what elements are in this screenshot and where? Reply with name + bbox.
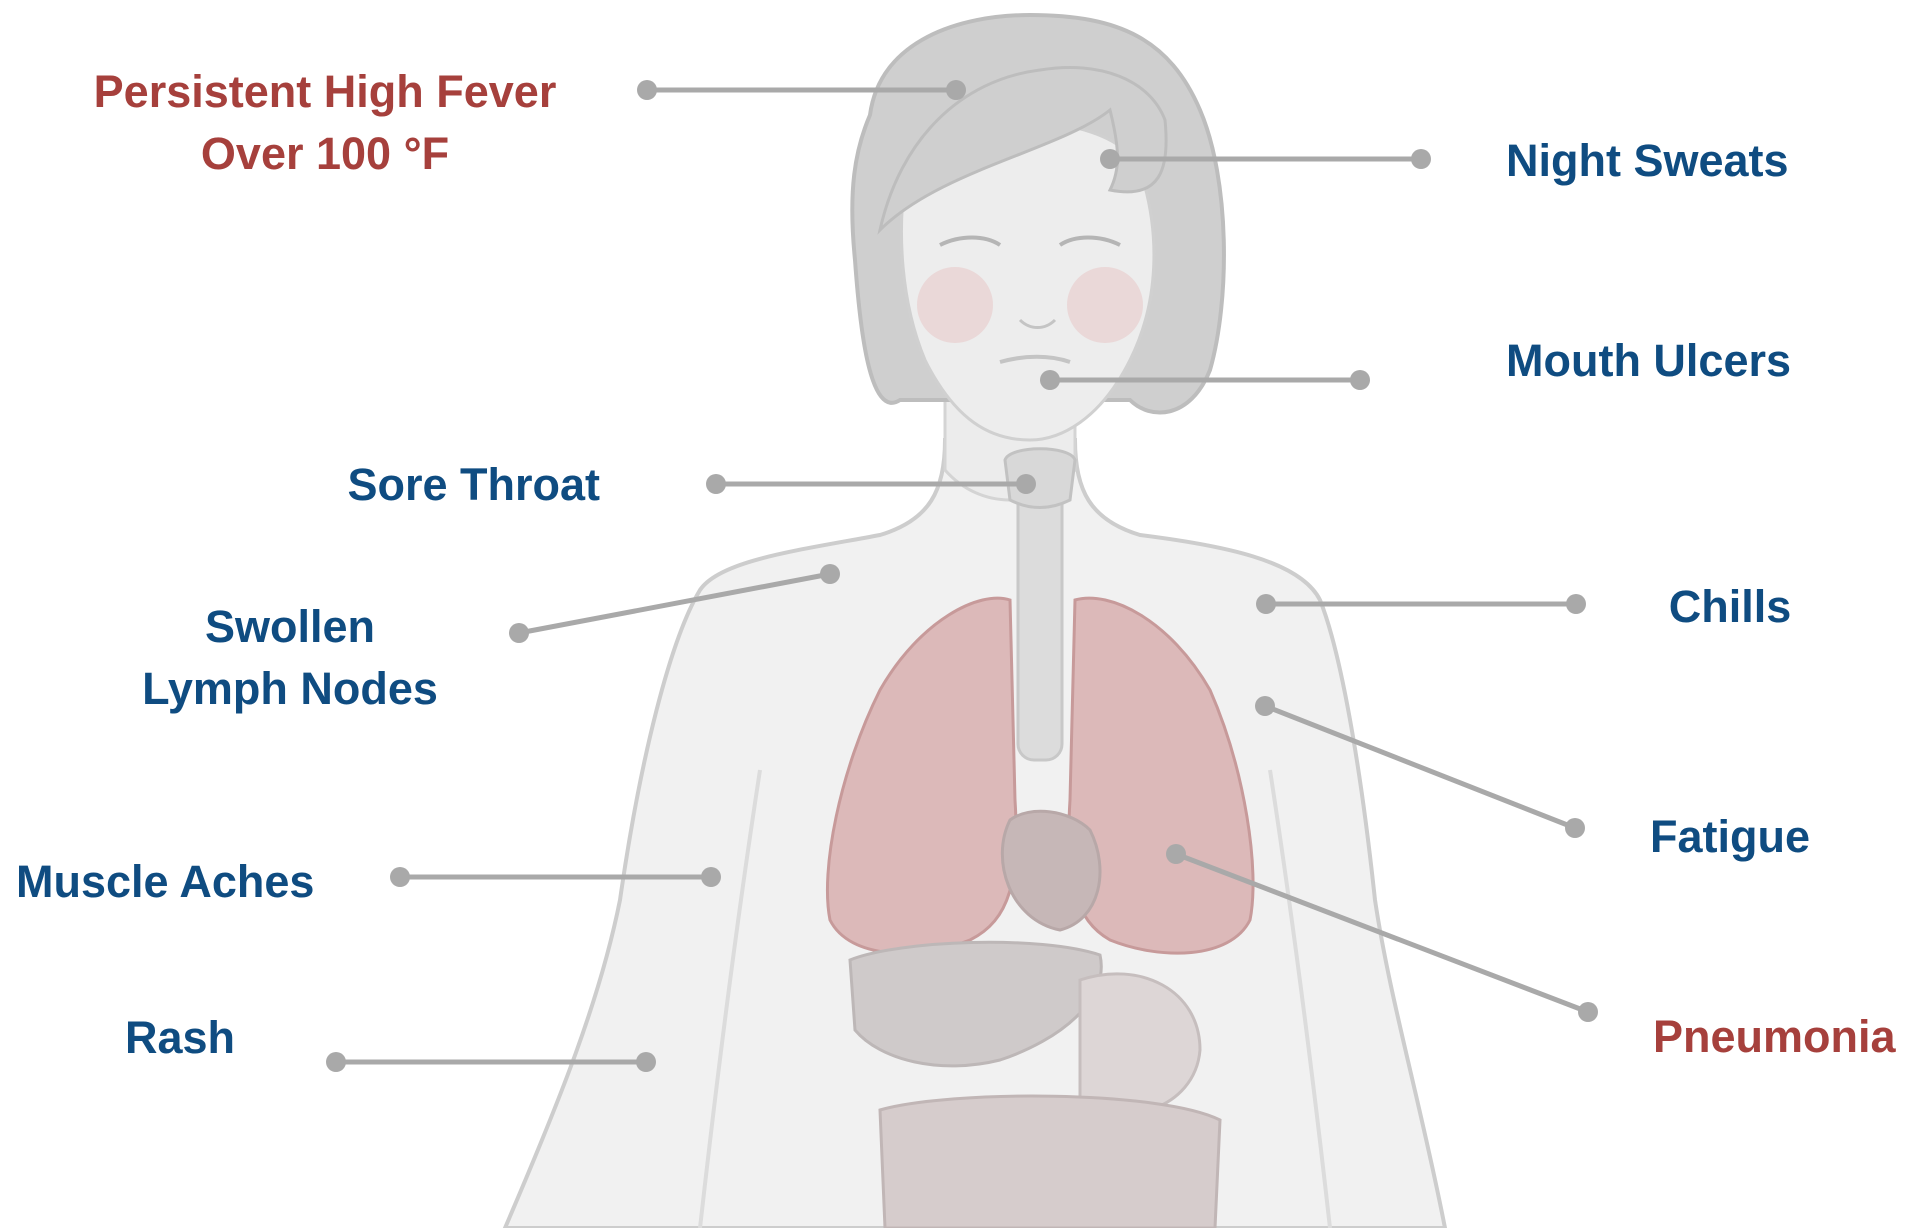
label-chills: Chills	[1650, 576, 1810, 638]
label-sore-throat: Sore Throat	[280, 454, 600, 516]
label-night-sweats: Night Sweats	[1506, 130, 1789, 192]
label-fever-line1: Persistent High Fever	[60, 61, 590, 123]
label-fatigue: Fatigue	[1630, 806, 1830, 868]
label-muscle-aches: Muscle Aches	[16, 851, 314, 913]
label-fever-line2: Over 100 °F	[60, 123, 590, 185]
label-lymph: Swollen Lymph Nodes	[110, 596, 470, 720]
label-lymph-line2: Lymph Nodes	[110, 658, 470, 720]
left-cheek	[917, 267, 993, 343]
label-lymph-line1: Swollen	[110, 596, 470, 658]
larynx	[1005, 449, 1075, 508]
label-pneumonia: Pneumonia	[1653, 1006, 1896, 1068]
label-mouth-ulcers: Mouth Ulcers	[1506, 330, 1791, 392]
intestines	[880, 1096, 1220, 1228]
trachea	[1018, 470, 1062, 760]
label-rash: Rash	[100, 1007, 260, 1069]
right-cheek	[1067, 267, 1143, 343]
label-fever: Persistent High Fever Over 100 °F	[60, 61, 590, 185]
